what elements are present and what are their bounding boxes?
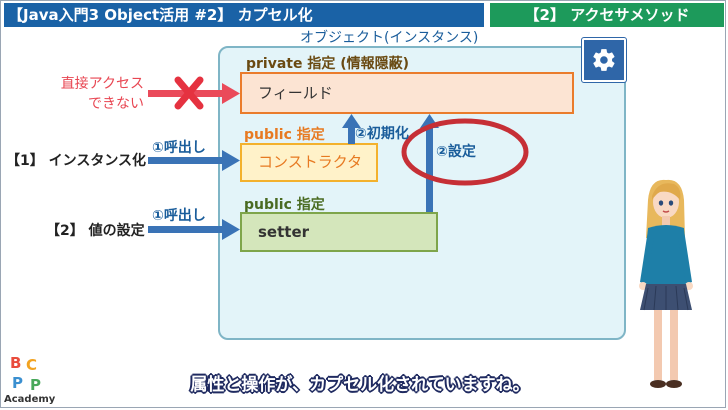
call-label-constructor: ①呼出し <box>152 140 206 156</box>
logo-letter-c: C <box>26 356 37 374</box>
public-label-constructor: public 指定 <box>244 127 325 143</box>
constructor-box-label: コンストラクタ <box>258 153 363 171</box>
object-label: オブジェクト(インスタンス) <box>300 30 479 46</box>
logo-letter-p1: P <box>12 374 23 392</box>
logo-letter-p2: P <box>30 376 41 394</box>
logo-letters: B C P P <box>10 354 41 394</box>
no-access-label: 直接アクセス できない <box>40 74 144 114</box>
academy-logo: B C P P <box>6 352 52 406</box>
private-label: private 指定 (情報隠蔽) <box>246 56 410 72</box>
field-box-label: フィールド <box>258 83 333 102</box>
header-section: 【2】 アクセサメソッド <box>490 3 724 27</box>
logo-letter-b: B <box>10 354 21 372</box>
call-label-setter: ①呼出し <box>152 208 206 224</box>
header-title: 【Java入門3 Object活用 #2】 カプセル化 <box>4 3 484 27</box>
field-box: フィールド <box>240 72 574 114</box>
gear-icon-svg <box>593 49 615 71</box>
subtitle-caption: 属性と操作が、カプセル化されていますね。 <box>190 375 530 395</box>
value-set-label: 【2】 値の設定 <box>46 223 145 239</box>
setter-box: setter <box>240 212 438 252</box>
init-label: ②初期化 <box>355 126 409 142</box>
instantiate-label: 【1】 インスタンス化 <box>6 153 147 169</box>
presenter-avatar <box>639 179 693 388</box>
logo-text: Academy <box>4 394 56 405</box>
constructor-box: コンストラクタ <box>240 143 378 182</box>
no-access-line1: 直接アクセス <box>60 76 144 92</box>
public-label-setter: public 指定 <box>244 197 325 213</box>
setter-box-label: setter <box>258 222 310 241</box>
set-label: ②設定 <box>436 144 476 160</box>
no-access-line2: できない <box>88 96 144 112</box>
gear-icon[interactable] <box>581 37 627 83</box>
